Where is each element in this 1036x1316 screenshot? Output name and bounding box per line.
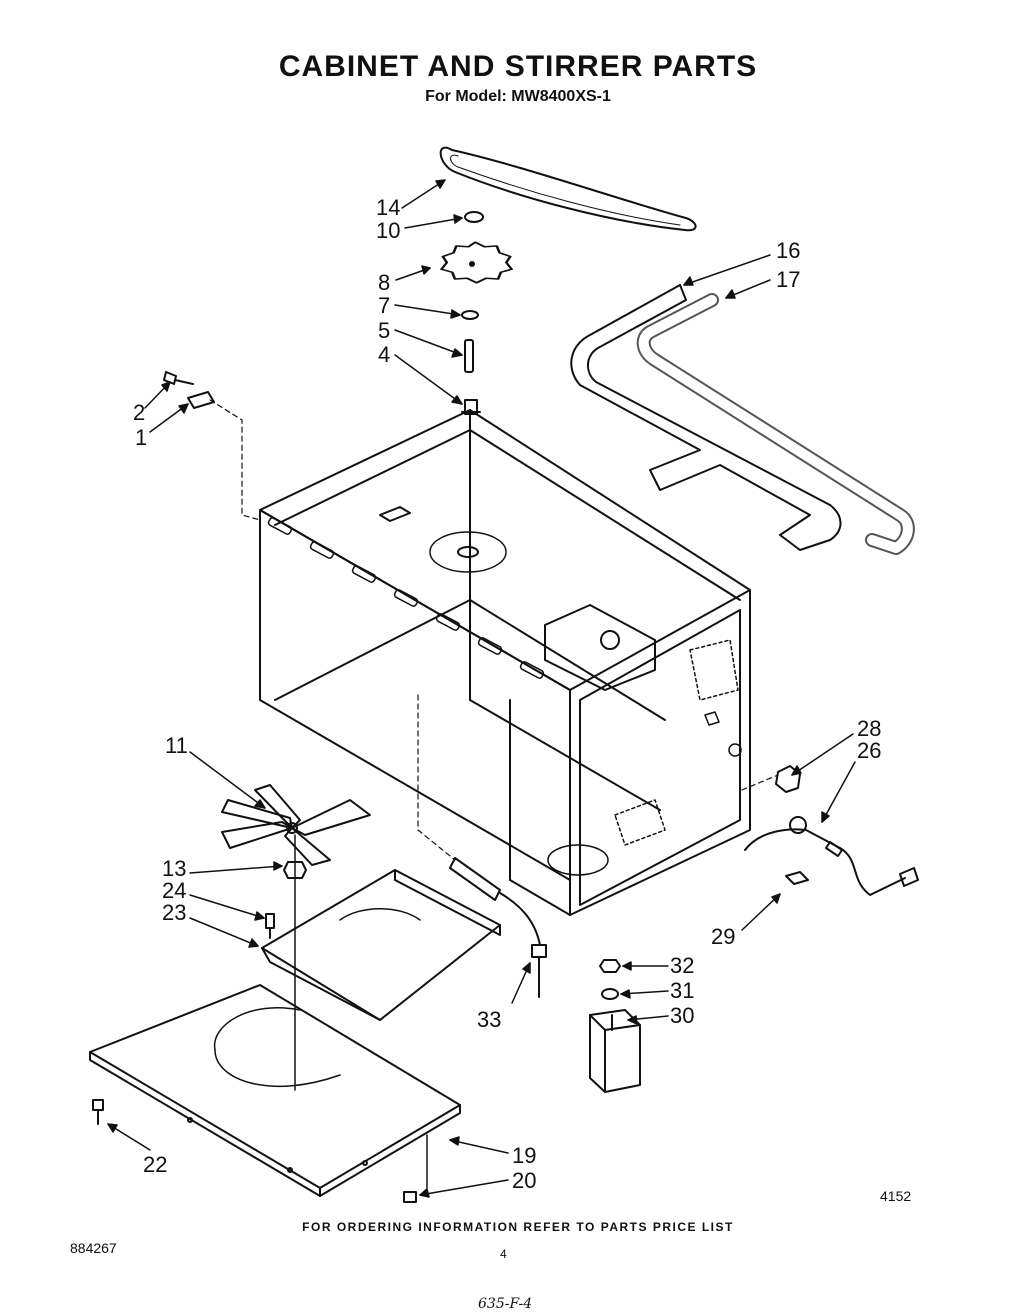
part-20-screw	[403, 1191, 417, 1203]
callout-8: 8	[378, 270, 390, 295]
figure-code: 4152	[880, 1188, 912, 1204]
callout-labels: 14 10 8 7 5 4 2 1 16 17 11 28 26 13 24 2…	[133, 195, 881, 1193]
cabinet-ceiling-details	[379, 506, 656, 691]
callout-20: 20	[512, 1168, 536, 1193]
callout-17: 17	[776, 267, 800, 292]
ordering-note: FOR ORDERING INFORMATION REFER TO PARTS …	[302, 1220, 734, 1234]
bracket-guide-dashed	[209, 399, 261, 521]
callout-11: 11	[165, 733, 188, 758]
callout-31: 31	[670, 978, 694, 1003]
part-28-grommet	[775, 765, 801, 793]
part-14-belt-inner	[450, 154, 681, 226]
callout-28: 28	[857, 716, 881, 741]
part-17-gasket	[636, 293, 915, 555]
cabinet-frame	[259, 409, 751, 916]
callout-23: 23	[162, 900, 186, 925]
callout-33: 33	[477, 1007, 501, 1032]
part-22-screw	[92, 1099, 104, 1125]
part-33-guide-dashed	[417, 694, 456, 861]
part-26-power-cord	[744, 816, 919, 896]
cabinet-rail-slots	[267, 517, 545, 679]
callout-24: 24	[162, 878, 186, 903]
part-11-fan-blade	[221, 784, 371, 866]
part-7-washer	[461, 310, 479, 320]
page-number: 4	[500, 1247, 507, 1261]
callout-16: 16	[776, 238, 800, 263]
callout-5: 5	[378, 318, 390, 343]
page-title: CABINET AND STIRRER PARTS	[278, 50, 758, 83]
part-28-guide-dashed	[741, 774, 779, 791]
part-33-thermal-cutout	[449, 857, 547, 998]
callout-10: 10	[376, 218, 400, 243]
callout-26: 26	[857, 738, 881, 763]
document-number: 884267	[70, 1240, 117, 1256]
part-13-nut	[283, 861, 307, 879]
callout-4: 4	[378, 342, 390, 367]
handwritten-note: 635-F-4	[478, 1296, 533, 1312]
callout-22: 22	[143, 1152, 167, 1177]
callout-30: 30	[670, 1003, 694, 1028]
part-22-base-plate	[89, 984, 461, 1197]
part-14-belt	[439, 146, 697, 232]
cabinet-side-details	[547, 639, 742, 876]
callout-29: 29	[711, 924, 735, 949]
callout-19: 19	[512, 1143, 536, 1168]
callout-32: 32	[670, 953, 694, 978]
part-31-washer	[601, 988, 619, 1000]
callout-1: 1	[135, 425, 147, 450]
part-23-motor-bracket	[261, 869, 501, 1021]
callout-14: 14	[376, 195, 400, 220]
part-10-clip	[464, 211, 484, 223]
model-subtitle: For Model: MW8400XS-1	[425, 88, 611, 105]
callout-leader-lines	[107, 179, 856, 1198]
part-5-shaft	[464, 339, 474, 373]
callout-2: 2	[133, 400, 145, 425]
part-30-interlock-switch	[589, 1009, 641, 1093]
part-32-nut	[599, 959, 621, 973]
part-16-waveguide	[570, 284, 842, 551]
part-29-cord-clip	[785, 871, 809, 885]
part-2-screw	[163, 371, 194, 385]
callout-7: 7	[378, 293, 390, 318]
part-8-stirrer-gear	[440, 241, 514, 284]
part-24-screw	[265, 913, 275, 939]
callout-13: 13	[162, 856, 186, 881]
